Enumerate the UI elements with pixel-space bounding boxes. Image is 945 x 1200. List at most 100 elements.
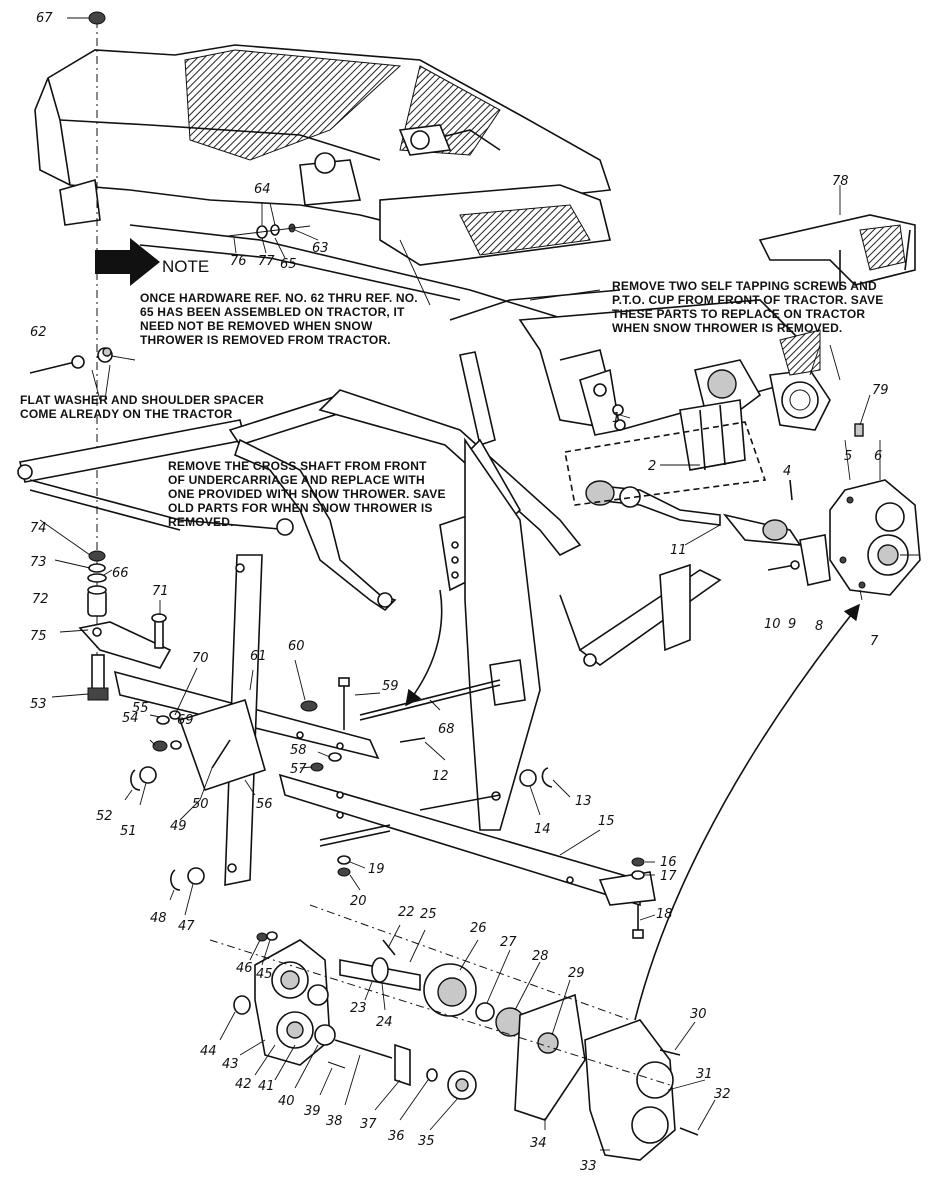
bottom-gearbox — [209, 904, 699, 1161]
part-number-67: 67 — [36, 11, 53, 26]
cross-shaft-note-line: REMOVE THE CROSS SHAFT FROM FRONT — [168, 459, 427, 473]
part-number-39: 39 — [304, 1104, 321, 1119]
flat-washer-note: FLAT WASHER AND SHOULDER SPACER COME ALR… — [20, 393, 264, 421]
hardware-note-line: ONCE HARDWARE REF. NO. 62 THRU REF. NO. — [140, 291, 418, 305]
part-number-36: 36 — [388, 1129, 405, 1144]
part-number-69: 69 — [177, 713, 194, 728]
cross-shaft-note: REMOVE THE CROSS SHAFT FROM FRONT OF UND… — [168, 459, 446, 529]
part-number-51: 51 — [120, 824, 137, 839]
part-number-6: 6 — [874, 449, 882, 464]
part-number-5: 5 — [844, 449, 852, 464]
part-number-59: 59 — [382, 679, 399, 694]
note-label: NOTE — [162, 257, 209, 276]
small-hardware — [130, 677, 645, 939]
part-number-1: 1 — [612, 411, 620, 426]
part-number-22: 22 — [398, 905, 415, 920]
part-number-35: 35 — [418, 1134, 435, 1149]
part-number-54: 54 — [122, 711, 139, 726]
part-number-60: 60 — [288, 639, 305, 654]
part-number-42: 42 — [235, 1077, 252, 1092]
part-number-29: 29 — [568, 966, 585, 981]
part-number-77: 77 — [258, 254, 275, 269]
cross-shaft-note-line: ONE PROVIDED WITH SNOW THROWER. SAVE — [168, 487, 446, 501]
pto-guard-78 — [758, 214, 916, 290]
leader-lines — [39, 17, 920, 1151]
nut-67 — [88, 11, 106, 25]
part-number-49: 49 — [170, 819, 187, 834]
part-number-28: 28 — [532, 949, 549, 964]
hardware-stack-left — [78, 550, 172, 701]
hardware-note-line: 65 HAS BEEN ASSEMBLED ON TRACTOR, IT — [140, 305, 405, 319]
part-number-14: 14 — [534, 822, 551, 837]
note-arrow — [95, 238, 160, 286]
part-number-11: 11 — [670, 543, 687, 558]
part-number-18: 18 — [656, 907, 673, 922]
part-number-30: 30 — [690, 1007, 707, 1022]
hardware-64-65 — [227, 223, 311, 239]
part-number-47: 47 — [178, 919, 195, 934]
part-number-48: 48 — [150, 911, 167, 926]
part-number-31: 31 — [696, 1067, 713, 1082]
self-tapping-note-line: THESE PARTS TO REPLACE ON TRACTOR — [612, 307, 865, 321]
flat-washer-note-line: COME ALREADY ON THE TRACTOR — [20, 407, 233, 421]
bolt-62 — [29, 347, 113, 374]
part-number-25: 25 — [420, 907, 437, 922]
part-number-23: 23 — [350, 1001, 367, 1016]
part-number-50: 50 — [192, 797, 209, 812]
part-number-17: 17 — [660, 869, 677, 884]
part-number-16: 16 — [660, 855, 677, 870]
cross-shaft-note-line: OF UNDERCARRIAGE AND REPLACE WITH — [168, 473, 425, 487]
part-number-55: 55 — [132, 701, 149, 716]
part-number-4: 4 — [783, 464, 791, 479]
part-number-34: 34 — [530, 1136, 547, 1151]
part-number-37: 37 — [360, 1117, 377, 1132]
part-number-13: 13 — [575, 794, 592, 809]
part-number-12: 12 — [432, 769, 449, 784]
cross-shaft-note-line: REMOVED. — [168, 515, 234, 529]
hardware-note: ONCE HARDWARE REF. NO. 62 THRU REF. NO. … — [140, 291, 418, 347]
flat-washer-note-line: FLAT WASHER AND SHOULDER SPACER — [20, 393, 264, 407]
part-number-7: 7 — [870, 634, 879, 649]
part-number-63: 63 — [312, 241, 329, 256]
part-number-58: 58 — [290, 743, 307, 758]
part-number-64: 64 — [254, 182, 271, 197]
part-number-70: 70 — [192, 651, 209, 666]
part-number-79: 79 — [872, 383, 889, 398]
tractor-frame — [34, 44, 831, 471]
part-number-20: 20 — [350, 894, 367, 909]
part-number-52: 52 — [96, 809, 113, 824]
part-number-8: 8 — [815, 619, 823, 634]
part-number-71: 71 — [152, 584, 169, 599]
part-number-33: 33 — [580, 1159, 597, 1174]
part-number-61: 61 — [250, 649, 267, 664]
part-number-26: 26 — [470, 921, 487, 936]
part-number-2: 2 — [648, 459, 656, 474]
part-number-15: 15 — [598, 814, 615, 829]
part-number-43: 43 — [222, 1057, 239, 1072]
part-number-68: 68 — [438, 722, 455, 737]
part-number-38: 38 — [326, 1114, 343, 1129]
cross-shaft-note-line: OLD PARTS FOR WHEN SNOW THROWER IS — [168, 501, 433, 515]
part-number-66: 66 — [112, 566, 129, 581]
part-number-27: 27 — [500, 935, 517, 950]
part-number-74: 74 — [30, 521, 47, 536]
undercarriage — [17, 351, 722, 667]
part-number-45: 45 — [256, 967, 273, 982]
gearbox-assembly-7 — [767, 423, 921, 596]
part-number-65: 65 — [280, 257, 297, 272]
part-number-75: 75 — [30, 629, 47, 644]
part-number-19: 19 — [368, 862, 385, 877]
drive-shaft-11 — [564, 404, 802, 546]
part-number-10: 10 — [764, 617, 781, 632]
hardware-note-line: THROWER IS REMOVED FROM TRACTOR. — [140, 333, 391, 347]
part-number-41: 41 — [258, 1079, 275, 1094]
part-number-44: 44 — [200, 1044, 217, 1059]
self-tapping-note-line: P.T.O. CUP FROM FRONT OF TRACTOR. SAVE — [612, 293, 883, 307]
part-number-73: 73 — [30, 555, 47, 570]
frame-rails — [113, 437, 656, 907]
part-number-56: 56 — [256, 797, 273, 812]
part-number-57: 57 — [290, 762, 307, 777]
part-number-40: 40 — [278, 1094, 295, 1109]
